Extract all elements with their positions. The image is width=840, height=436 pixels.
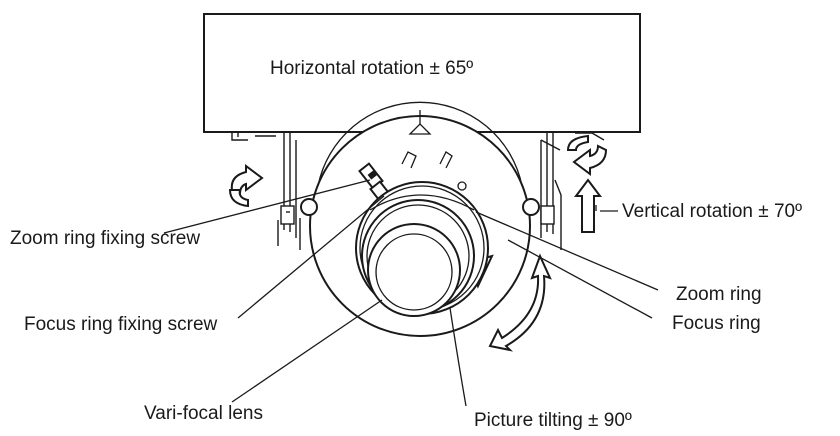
focus-ring-label: Focus ring xyxy=(672,313,761,334)
left-bracket xyxy=(231,132,301,250)
right-bracket xyxy=(540,132,605,250)
rotate-left-icon xyxy=(228,164,264,208)
vari-focal-lens-drawing xyxy=(367,223,461,317)
tilt-icon xyxy=(488,253,552,352)
zoom-ring-label: Zoom ring xyxy=(676,284,762,305)
center-indicator xyxy=(408,110,432,135)
vertical-rotation-label: Vertical rotation ± 70º xyxy=(622,201,803,222)
lens-assembly xyxy=(355,181,494,317)
housing-rim xyxy=(317,101,523,187)
top-lugs xyxy=(401,151,467,191)
rotate-right-icon xyxy=(566,134,608,176)
right-pivot xyxy=(522,198,540,216)
horizontal-rotation-label: Horizontal rotation ± 65º xyxy=(270,58,474,79)
left-pivot xyxy=(300,198,318,216)
vertical-up-icon xyxy=(574,178,602,233)
vari-focal-lens-label: Vari-focal lens xyxy=(144,403,263,424)
mounting-base xyxy=(203,13,641,133)
leader-lines xyxy=(163,179,659,407)
picture-tilting-label: Picture tilting ± 90º xyxy=(474,410,632,431)
focus-ring-fixing-screw-label: Focus ring fixing screw xyxy=(24,314,218,335)
zoom-ring-fixing-screw-label: Zoom ring fixing screw xyxy=(10,228,201,249)
